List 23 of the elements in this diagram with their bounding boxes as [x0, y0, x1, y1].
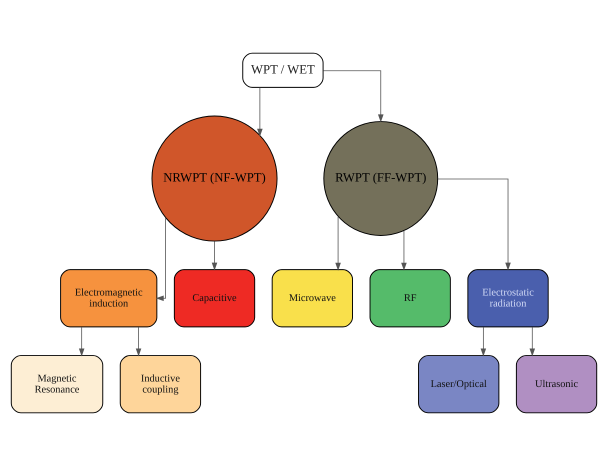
arrow	[322, 70, 384, 122]
arrow	[480, 326, 486, 356]
node-box: Electrostatic radiation	[467, 268, 549, 327]
node-box: Electromagnetic induction	[60, 268, 158, 327]
node-circle: RWPT (FF-WPT)	[323, 120, 438, 236]
node-box: Magnetic Resonance	[10, 354, 104, 413]
node-box: WPT / WET	[242, 52, 324, 88]
node-box: Inductive coupling	[120, 354, 202, 413]
arrow	[335, 216, 341, 270]
arrow	[212, 240, 218, 270]
arrow	[401, 230, 407, 270]
node-circle: NRWPT (NF-WPT)	[152, 114, 278, 242]
node-box: Microwave	[272, 268, 353, 327]
arrow	[78, 326, 84, 356]
arrow	[438, 178, 511, 270]
arrow	[257, 86, 263, 136]
arrow	[156, 216, 166, 301]
node-box: Ultrasonic	[516, 354, 598, 413]
arrow	[136, 326, 142, 356]
node-box: RF	[370, 268, 451, 327]
arrow	[530, 326, 536, 356]
node-box: Capacitive	[174, 268, 256, 327]
node-box: Laser/Optical	[418, 354, 500, 413]
